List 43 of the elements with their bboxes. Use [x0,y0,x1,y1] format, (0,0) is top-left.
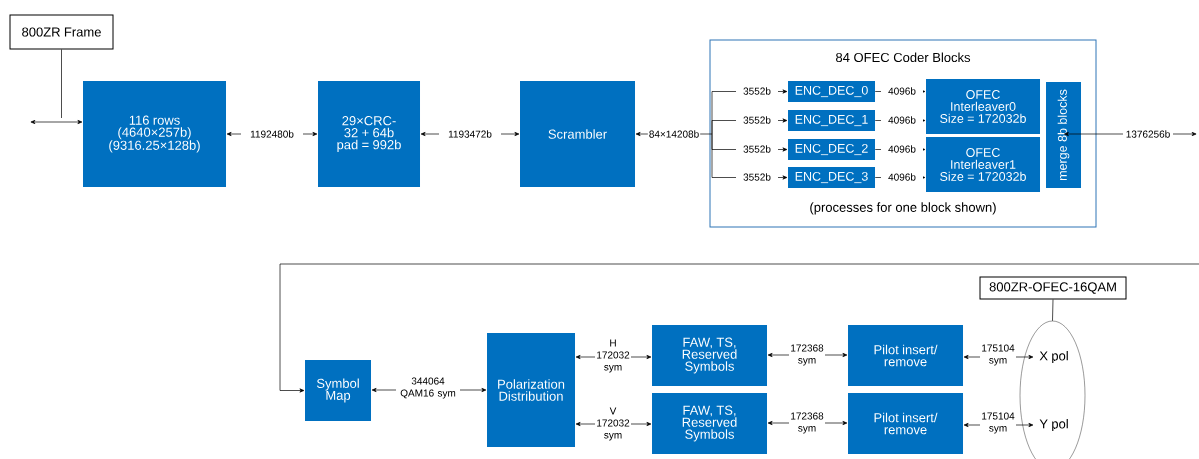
edge-label: 4096b [881,115,923,125]
process-box: 116 rows (4640×257b) (9316.25×128b) [83,81,226,187]
edge-label: 1192480b [241,129,303,139]
merge-box: merge 8b blocks [1046,82,1081,188]
interleaver-box: OFEC Interleaver0 Size = 172032b [926,79,1040,134]
edge-label: 3552b [736,86,778,96]
arrow [30,119,83,125]
edge-label: 3552b [736,115,778,125]
edge-label: 175104 sym [980,343,1016,367]
leader-line [61,49,62,119]
edge-label: 4096b [881,144,923,154]
edge-label: 1376256b [1123,129,1173,139]
edge-label: 4096b [881,172,923,182]
leader-line [1052,299,1054,322]
interleaver-box: OFEC Interleaver1 Size = 172032b [926,137,1040,192]
process-box: Pilot insert/ remove [848,393,963,454]
process-box: FAW, TS, Reserved Symbols [652,325,767,386]
process-box: Scrambler [520,81,635,187]
profile-box: 800ZR-OFEC-16QAM [979,276,1127,300]
process-box: FAW, TS, Reserved Symbols [652,393,767,454]
encoder-box: ENC_DEC_2 [788,139,875,160]
arrow [279,263,1199,393]
edge-label: 1193472b [439,129,501,139]
port-label: X pol [1039,350,1068,364]
process-box: Polarization Distribution [487,333,575,447]
frame-box: 800ZR Frame [9,14,114,50]
encoder-box: ENC_DEC_1 [788,110,875,131]
edge-label: 344064 QAM16 sym [396,376,460,400]
port-label: Y pol [1039,418,1068,432]
edge-label: H 172032 sym [595,338,631,374]
bus-label: 84×14208b [647,129,701,139]
encoder-box: ENC_DEC_0 [788,81,875,102]
edge-label: 4096b [881,86,923,96]
edge-label: 172368 sym [789,411,825,435]
encoder-box: ENC_DEC_3 [788,167,875,188]
edge-label: V 172032 sym [595,406,631,442]
process-box: Pilot insert/ remove [848,325,963,386]
edge-label: 175104 sym [980,411,1016,435]
edge-label: 3552b [736,172,778,182]
edge-label: 3552b [736,144,778,154]
edge-label: 172368 sym [789,343,825,367]
process-box: Symbol Map [305,360,371,421]
process-box: 29×CRC-32 + 64b pad = 992b [318,81,420,187]
